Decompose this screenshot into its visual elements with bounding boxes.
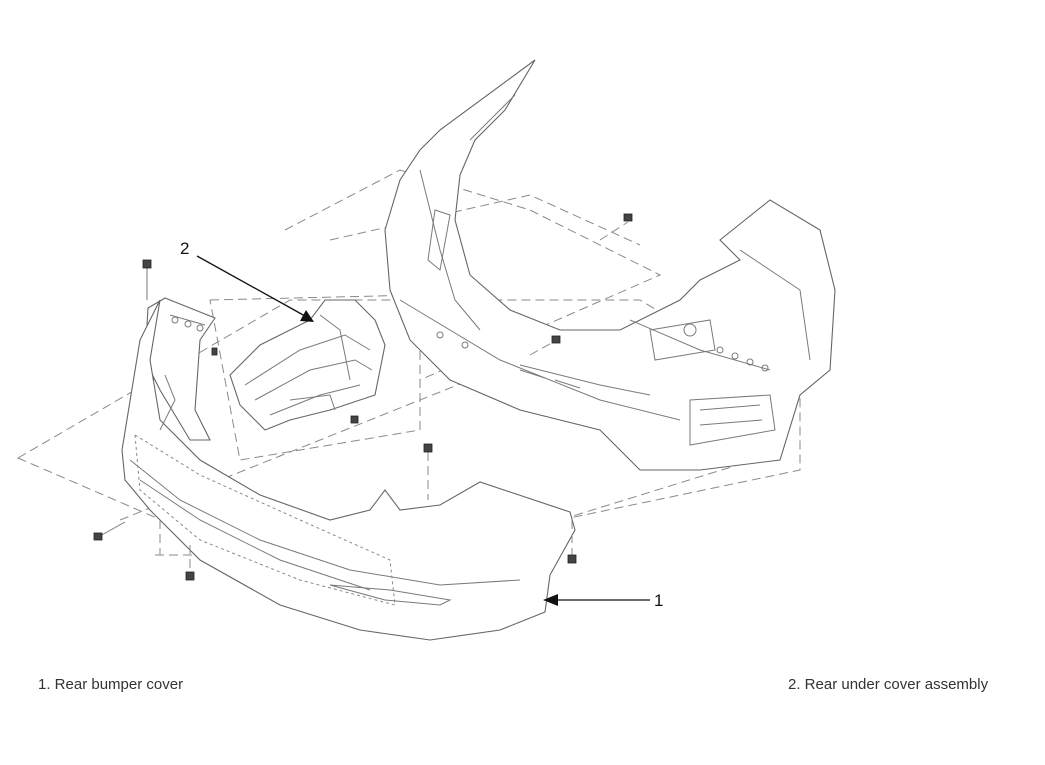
bolt-icon: [185, 545, 195, 581]
bolt-icon: [529, 335, 561, 356]
bolt-icon: [93, 521, 126, 541]
bolt-icon: [142, 259, 152, 300]
bolt-icon: [423, 443, 433, 500]
rear-bumper-cover-part: [121, 299, 576, 641]
bolt-icon: [567, 520, 577, 564]
exploded-assembly-diagram: [16, 59, 836, 641]
callout-leader-1: [543, 594, 650, 606]
bolt-icon: [350, 415, 359, 424]
bolt-icon: [599, 213, 633, 241]
legend-item-rear-under-cover-assembly: 2. Rear under cover assembly: [788, 676, 989, 693]
callout-leader-2: [196, 255, 314, 322]
bolt-icon: [211, 347, 218, 356]
callout-number-2: 2: [180, 239, 190, 258]
fasteners: [93, 213, 633, 581]
legend-item-rear-bumper-cover: 1. Rear bumper cover: [38, 676, 184, 693]
callout-number-1: 1: [654, 591, 664, 610]
rear-under-cover-part: [229, 299, 386, 431]
rear-body-panel: [384, 59, 836, 471]
